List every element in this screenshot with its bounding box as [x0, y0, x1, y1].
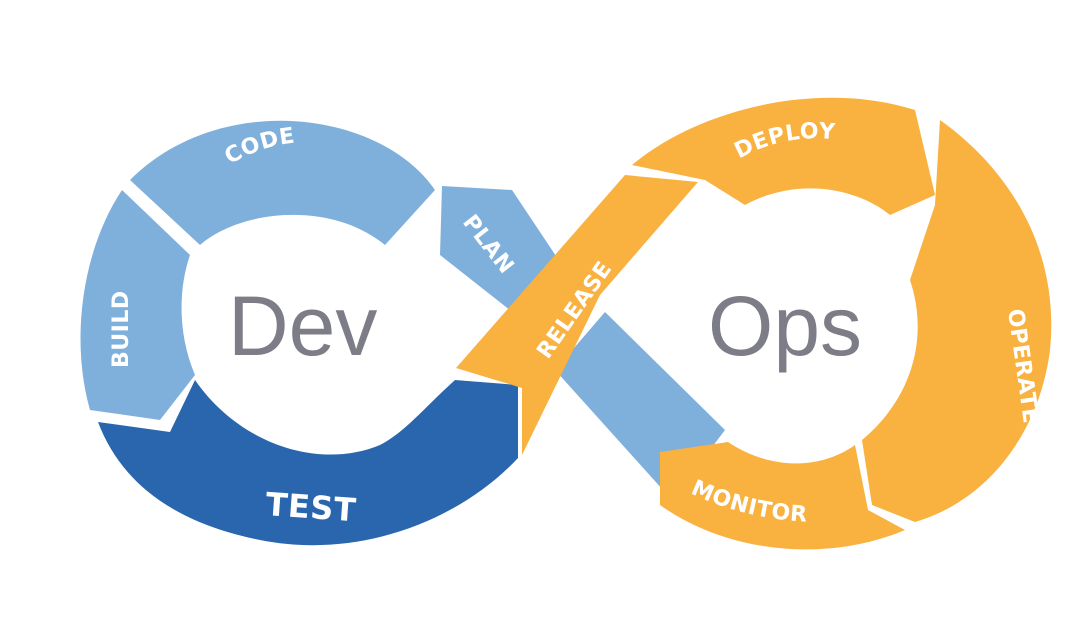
ops-label: Ops [708, 279, 862, 373]
segment-deploy [632, 97, 935, 215]
build-label: BUILD [109, 290, 134, 368]
segment-code [130, 120, 435, 245]
segment-monitor [660, 442, 905, 550]
segment-operate [862, 120, 1052, 522]
segment-test [98, 380, 518, 546]
dev-label: Dev [228, 279, 377, 373]
segment-build [80, 190, 195, 420]
test-label: TEST [264, 485, 357, 529]
segment-release [456, 175, 698, 455]
